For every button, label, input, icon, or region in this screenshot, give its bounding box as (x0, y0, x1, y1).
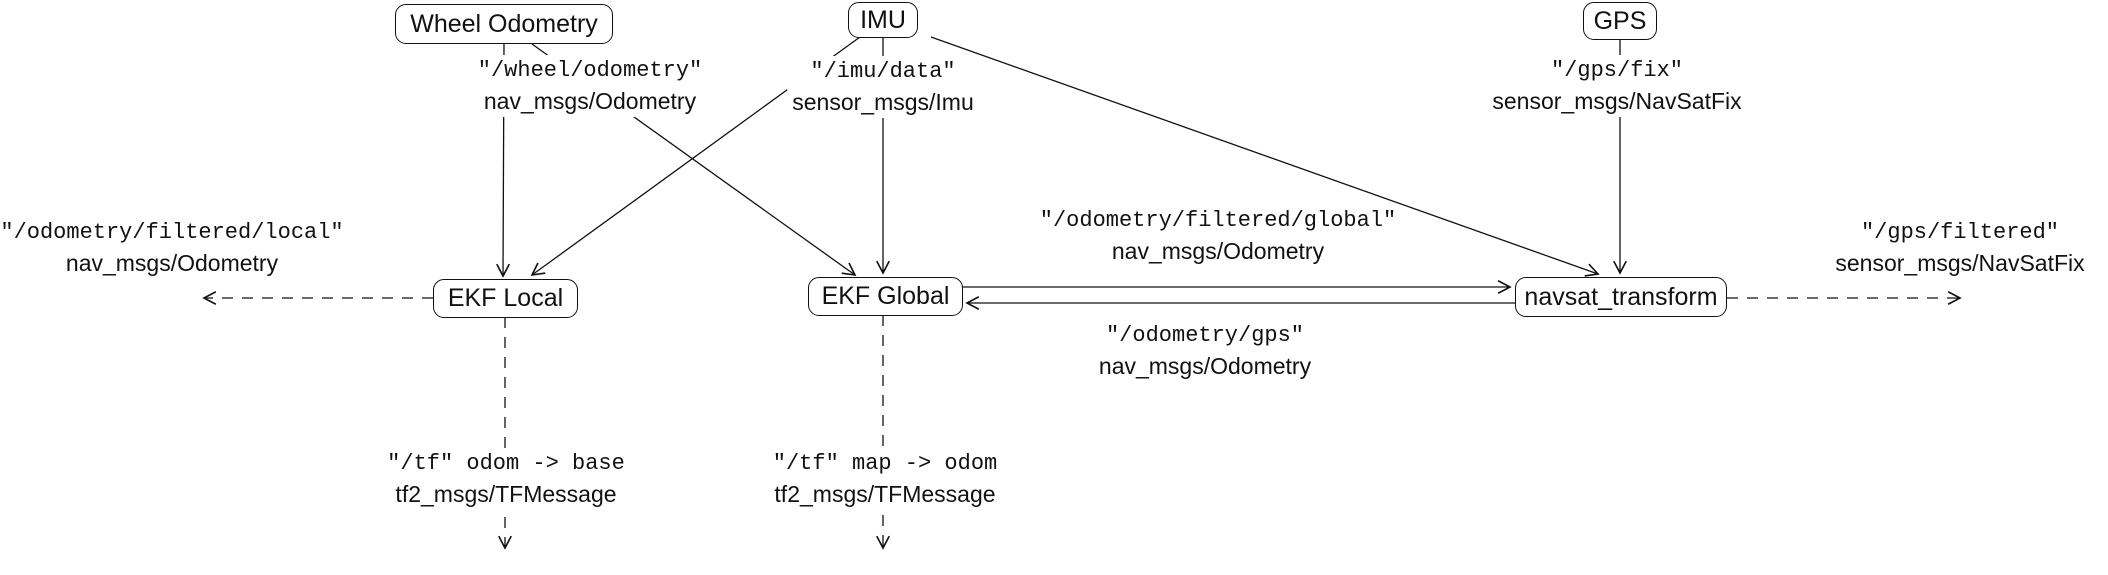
topic-name: "/imu/data" (810, 59, 956, 84)
topic-type: nav_msgs/Odometry (1098, 353, 1312, 379)
label-tf-odom-base: "/tf" odom -> base tf2_msgs/TFMessage (382, 448, 630, 510)
topic-name: "/odometry/filtered/global" (1039, 208, 1397, 233)
node-ekf-global: EKF Global (808, 277, 963, 316)
topic-type: tf2_msgs/TFMessage (774, 481, 996, 507)
topic-type: nav_msgs/Odometry (65, 250, 279, 276)
label-gps-topic: "/gps/fix" sensor_msgs/NavSatFix (1487, 55, 1747, 117)
node-navsat-transform: navsat_transform (1515, 277, 1727, 317)
label-odom-filtered-local: "/odometry/filtered/local" nav_msgs/Odom… (0, 217, 349, 279)
topic-name: "/odometry/gps" (1105, 323, 1305, 348)
node-gps: GPS (1583, 2, 1657, 40)
topic-name: "/tf" odom -> base (387, 451, 625, 476)
node-imu: IMU (848, 2, 918, 38)
label-gps-filtered: "/gps/filtered" sensor_msgs/NavSatFix (1830, 217, 2090, 279)
topic-name: "/tf" map -> odom (772, 451, 998, 476)
node-ekf-local: EKF Local (433, 279, 578, 318)
topic-type: nav_msgs/Odometry (1111, 238, 1325, 264)
label-imu-topic: "/imu/data" sensor_msgs/Imu (787, 56, 979, 118)
topic-name: "/wheel/odometry" (477, 58, 703, 83)
topic-type: nav_msgs/Odometry (483, 88, 697, 114)
topic-type: tf2_msgs/TFMessage (395, 481, 617, 507)
topic-type: sensor_msgs/NavSatFix (1492, 88, 1742, 114)
topic-type: sensor_msgs/NavSatFix (1835, 250, 2085, 276)
label-tf-map-odom: "/tf" map -> odom tf2_msgs/TFMessage (767, 448, 1003, 510)
topic-type: sensor_msgs/Imu (792, 89, 974, 115)
node-wheel-odometry: Wheel Odometry (395, 4, 613, 44)
topic-name: "/gps/filtered" (1860, 220, 2060, 245)
label-odom-filtered-global: "/odometry/filtered/global" nav_msgs/Odo… (1034, 205, 1402, 267)
label-wheel-topic: "/wheel/odometry" nav_msgs/Odometry (472, 55, 708, 117)
topic-name: "/gps/fix" (1550, 58, 1684, 83)
topic-name: "/odometry/filtered/local" (0, 220, 344, 245)
label-odom-gps: "/odometry/gps" nav_msgs/Odometry (1093, 320, 1317, 382)
edge-imu-to-navsat (930, 36, 1600, 277)
